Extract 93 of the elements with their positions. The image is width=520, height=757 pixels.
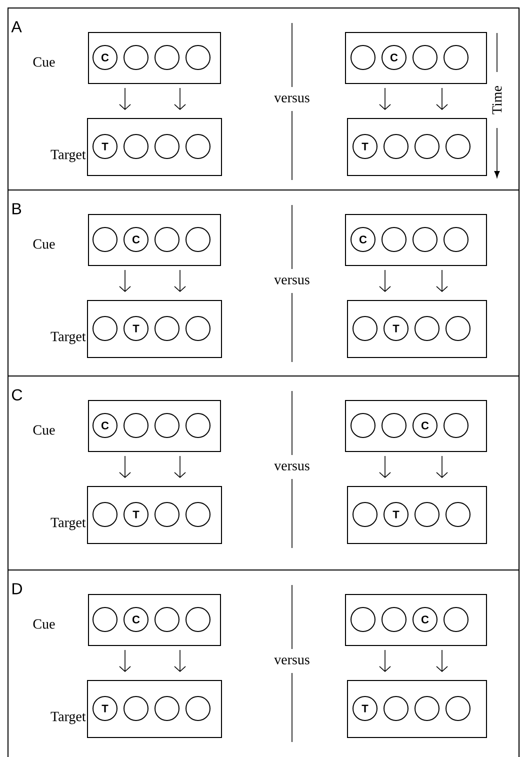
empty-circle xyxy=(350,607,376,632)
empty-circle xyxy=(350,413,376,438)
empty-circle xyxy=(446,134,470,159)
arrow xyxy=(119,88,131,110)
empty-circle xyxy=(382,607,406,632)
row-label: Cue xyxy=(33,239,55,249)
empty-circle xyxy=(154,45,180,70)
empty-circle xyxy=(186,45,210,70)
row-label: Cue xyxy=(33,425,55,435)
arrow xyxy=(119,456,131,478)
empty-circle xyxy=(446,502,470,527)
row-label: Target xyxy=(50,150,86,162)
row-label: Cue xyxy=(33,57,55,67)
empty-circle xyxy=(352,316,378,341)
display-box xyxy=(347,486,487,544)
row-label: Target xyxy=(50,712,86,724)
arrow xyxy=(174,88,186,110)
arrow xyxy=(174,270,186,292)
arrow xyxy=(119,650,131,672)
display-box xyxy=(88,400,221,452)
empty-circle xyxy=(446,696,470,721)
empty-circle xyxy=(186,413,210,438)
empty-circle xyxy=(384,134,408,159)
empty-circle xyxy=(186,316,210,341)
empty-circle xyxy=(414,316,440,341)
arrow xyxy=(436,650,448,672)
display-box xyxy=(347,680,487,738)
display-box xyxy=(88,214,221,266)
versus-label: versus xyxy=(273,462,311,472)
empty-circle xyxy=(154,607,180,632)
empty-circle xyxy=(444,45,468,70)
versus-label: versus xyxy=(273,276,311,286)
empty-circle xyxy=(92,316,118,341)
display-box xyxy=(87,300,222,358)
empty-circle xyxy=(154,502,180,527)
empty-circle xyxy=(412,45,438,70)
empty-circle xyxy=(154,413,180,438)
display-box xyxy=(87,118,222,176)
empty-circle xyxy=(154,227,180,252)
empty-circle xyxy=(414,134,440,159)
empty-circle xyxy=(414,502,440,527)
arrow xyxy=(436,456,448,478)
arrow xyxy=(436,88,448,110)
empty-circle xyxy=(352,502,378,527)
empty-circle xyxy=(444,413,468,438)
arrow xyxy=(379,650,391,672)
time-label: Time xyxy=(492,86,502,114)
empty-circle xyxy=(382,413,406,438)
empty-circle xyxy=(124,134,148,159)
empty-circle xyxy=(186,607,210,632)
empty-circle xyxy=(414,696,440,721)
empty-circle xyxy=(154,134,180,159)
empty-circle xyxy=(412,227,438,252)
empty-circle xyxy=(382,227,406,252)
row-label: Target xyxy=(50,332,86,344)
empty-circle xyxy=(384,696,408,721)
empty-circle xyxy=(350,45,376,70)
display-box xyxy=(87,680,222,738)
display-box xyxy=(347,300,487,358)
empty-circle xyxy=(154,696,180,721)
arrow xyxy=(379,88,391,110)
empty-circle xyxy=(124,45,148,70)
empty-circle xyxy=(186,134,210,159)
display-box xyxy=(87,486,222,544)
arrow xyxy=(379,456,391,478)
versus-label: versus xyxy=(273,656,311,666)
display-box xyxy=(345,400,487,452)
empty-circle xyxy=(186,227,210,252)
arrow xyxy=(436,270,448,292)
empty-circle xyxy=(446,316,470,341)
empty-circle xyxy=(124,696,148,721)
display-box xyxy=(347,118,487,176)
empty-circle xyxy=(92,502,118,527)
arrow xyxy=(119,270,131,292)
empty-circle xyxy=(154,316,180,341)
empty-circle xyxy=(92,607,118,632)
row-label: Target xyxy=(50,518,86,530)
display-box xyxy=(345,32,487,84)
versus-label: versus xyxy=(273,94,311,104)
empty-circle xyxy=(444,607,468,632)
arrow xyxy=(379,270,391,292)
arrow xyxy=(174,650,186,672)
arrow xyxy=(174,456,186,478)
empty-circle xyxy=(124,413,148,438)
empty-circle xyxy=(186,696,210,721)
display-box xyxy=(345,214,487,266)
row-label: Cue xyxy=(33,619,55,629)
display-box xyxy=(88,594,221,646)
empty-circle xyxy=(186,502,210,527)
empty-circle xyxy=(444,227,468,252)
display-box xyxy=(345,594,487,646)
display-box xyxy=(88,32,221,84)
empty-circle xyxy=(92,227,118,252)
